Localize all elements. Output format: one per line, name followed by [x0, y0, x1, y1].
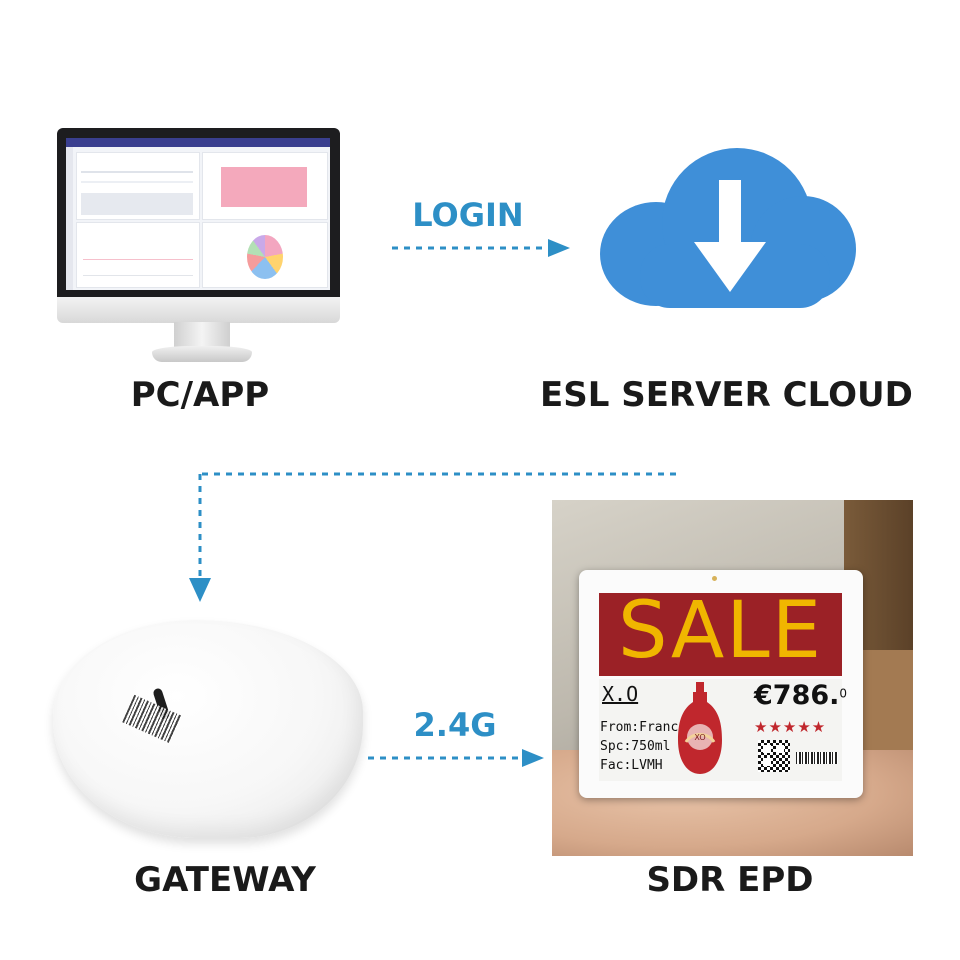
epd-barcode [796, 752, 838, 764]
epd-sale-text: SALE [617, 586, 824, 676]
wireless-arrow [368, 749, 544, 767]
dashboard-screen [66, 138, 330, 290]
esl-server-cloud-caption: ESL SERVER CLOUD [540, 375, 913, 415]
epd-rating-stars: ★★★★★ [754, 718, 827, 736]
dashboard-bar-block [221, 167, 307, 207]
svg-text:XO: XO [694, 733, 705, 742]
gateway-device [53, 620, 363, 838]
dashboard-panel-bar [202, 152, 328, 220]
login-label: LOGIN [412, 196, 524, 234]
epd-photo: SALE X.O From:France Spc:750ml Fac:LVMH … [552, 500, 913, 856]
epd-volume: Spc:750ml [600, 739, 671, 754]
epd-product-name: X.O [602, 682, 639, 706]
monitor-stand-neck [174, 322, 230, 348]
dashboard-pie [247, 235, 283, 279]
epd-origin: From:France [600, 720, 687, 735]
pc-app-caption: PC/APP [130, 375, 270, 415]
dashboard-panel-stats [76, 152, 200, 220]
download-arrow-icon [694, 180, 766, 292]
epd-price: €786.0 [754, 680, 848, 711]
gateway-caption: GATEWAY [134, 860, 316, 900]
wireless-label: 2.4G [413, 706, 497, 744]
login-arrow [392, 239, 570, 257]
dashboard-sidebar [66, 147, 73, 290]
cloud-download-icon [600, 140, 860, 310]
dashboard-topbar [66, 138, 330, 147]
cognac-bottle-icon: XO [678, 682, 722, 774]
epd-sale-banner [599, 593, 842, 676]
dashboard-panel-pie [202, 222, 328, 288]
dashboard-panel-line [76, 222, 200, 288]
cloud-to-gateway-arrow [189, 472, 676, 602]
monitor-stand-base [152, 346, 252, 362]
epd-factory: Fac:LVMH [600, 758, 663, 773]
monitor-chin [57, 297, 340, 323]
epd-qr-code [758, 740, 790, 772]
sdr-epd-caption: SDR EPD [646, 860, 814, 900]
